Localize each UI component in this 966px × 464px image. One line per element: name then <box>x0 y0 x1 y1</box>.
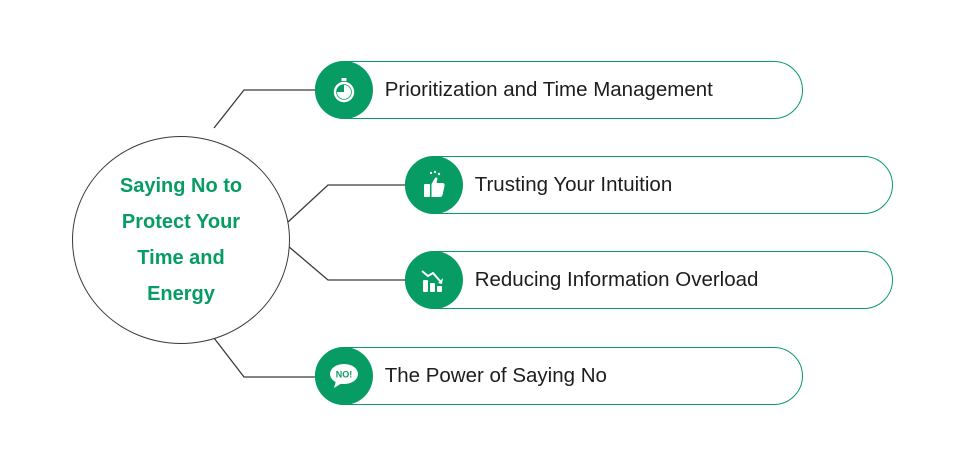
branch-label: Reducing Information Overload <box>474 268 759 291</box>
branch-information-overload: Reducing Information Overload <box>404 251 893 309</box>
branch-label: Prioritization and Time Management <box>384 78 713 101</box>
branch-power-of-no: NO! The Power of Saying No <box>314 347 803 405</box>
declining-chart-icon <box>404 251 463 309</box>
no-bubble-text: NO! <box>335 370 352 380</box>
connector-branch-1 <box>213 89 315 129</box>
connector-branch-2 <box>287 184 405 223</box>
central-topic-title: Saying No to Protect Your Time and Energ… <box>119 175 243 305</box>
branch-label: Trusting Your Intuition <box>474 173 673 196</box>
thumbs-up-icon <box>404 156 463 214</box>
branch-intuition: Trusting Your Intuition <box>404 156 893 214</box>
central-topic-circle: Saying No to Protect Your Time and Energ… <box>72 136 290 344</box>
no-speech-bubble-icon: NO! <box>314 347 373 405</box>
connector-branch-3 <box>287 245 405 281</box>
branch-label: The Power of Saying No <box>384 364 607 387</box>
connector-branch-4 <box>213 337 315 378</box>
stopwatch-icon <box>314 61 373 119</box>
branch-prioritization: Prioritization and Time Management <box>314 61 803 119</box>
